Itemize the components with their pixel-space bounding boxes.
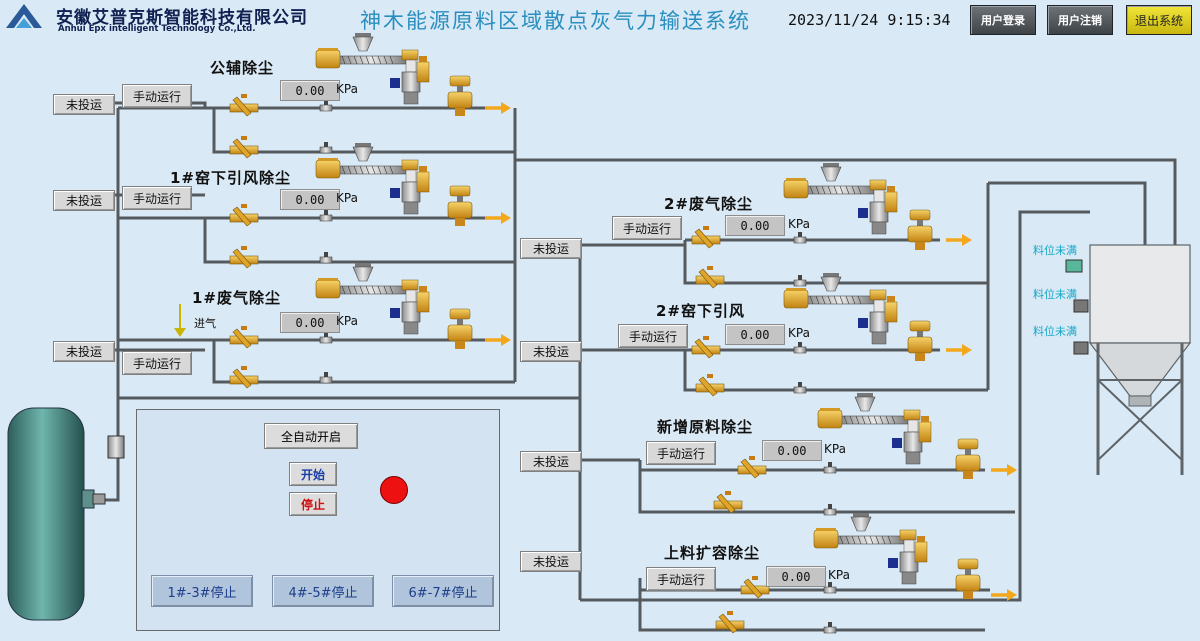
pressure-tank: [7, 407, 125, 621]
pressure-readout: 0.00: [280, 80, 340, 101]
pressure-unit: KPa: [788, 326, 810, 340]
pressure-unit: KPa: [788, 217, 810, 231]
pressure-readout: 0.00: [725, 324, 785, 345]
status-tag-g2[interactable]: 未投运: [53, 190, 115, 211]
system-title: 神木能源原料区域散点灰气力输送系统: [360, 9, 751, 33]
mode-button[interactable]: 手动运行: [612, 216, 682, 240]
stop-4-5-button[interactable]: 4#-5#停止: [272, 575, 374, 607]
pressure-readout: 0.00: [280, 189, 340, 210]
mode-button[interactable]: 手动运行: [122, 84, 192, 108]
mode-button[interactable]: 手动运行: [646, 441, 716, 465]
company-name-en: Anhui Epx intelligent Technology Co.,Ltd…: [58, 24, 256, 34]
line-title: 公辅除尘: [210, 59, 275, 77]
status-tag-g3[interactable]: 未投运: [53, 341, 115, 362]
pressure-unit: KPa: [336, 191, 358, 205]
silo-level-label: 料位未满: [1033, 325, 1077, 338]
logout-button[interactable]: 用户注销: [1047, 5, 1113, 35]
pressure-readout: 0.00: [725, 215, 785, 236]
line-title: 1#窑下引风除尘: [170, 169, 292, 187]
pressure-readout: 0.00: [762, 440, 822, 461]
pressure-unit: KPa: [824, 442, 846, 456]
exit-button[interactable]: 退出系统: [1126, 5, 1192, 35]
company-name: 安徽艾普克斯智能科技有限公司: [56, 8, 308, 28]
pressure-unit: KPa: [828, 568, 850, 582]
login-button[interactable]: 用户登录: [970, 5, 1036, 35]
mode-button[interactable]: 手动运行: [646, 567, 716, 591]
silo-level-label: 料位未满: [1033, 288, 1077, 301]
line-title: 2#废气除尘: [664, 195, 754, 213]
status-tag-g7[interactable]: 未投运: [520, 551, 582, 572]
datetime: 2023/11/24 9:15:34: [788, 11, 951, 29]
line-title: 2#窑下引风: [656, 302, 746, 320]
stop-button[interactable]: 停止: [289, 492, 337, 516]
company-logo: [6, 4, 42, 28]
status-tag-g5[interactable]: 未投运: [520, 341, 582, 362]
inlet-label: 进气: [194, 317, 216, 330]
mode-button[interactable]: 手动运行: [122, 351, 192, 375]
pressure-readout: 0.00: [766, 566, 826, 587]
stop-1-3-button[interactable]: 1#-3#停止: [151, 575, 253, 607]
run-indicator-lamp: [380, 476, 408, 504]
line-title: 上料扩容除尘: [664, 544, 761, 562]
status-tag-g6[interactable]: 未投运: [520, 451, 582, 472]
auto-start-button[interactable]: 全自动开启: [264, 423, 358, 449]
status-tag-g1[interactable]: 未投运: [53, 94, 115, 115]
pressure-unit: KPa: [336, 314, 358, 328]
mode-button[interactable]: 手动运行: [122, 186, 192, 210]
line-title: 新增原料除尘: [657, 418, 754, 436]
pressure-readout: 0.00: [280, 312, 340, 333]
silo: [1065, 244, 1192, 475]
stop-6-7-button[interactable]: 6#-7#停止: [392, 575, 494, 607]
line-title: 1#废气除尘: [192, 289, 282, 307]
start-button[interactable]: 开始: [289, 462, 337, 486]
pressure-unit: KPa: [336, 82, 358, 96]
silo-level-label: 料位未满: [1033, 244, 1077, 257]
status-tag-g4[interactable]: 未投运: [520, 238, 582, 259]
mode-button[interactable]: 手动运行: [618, 324, 688, 348]
